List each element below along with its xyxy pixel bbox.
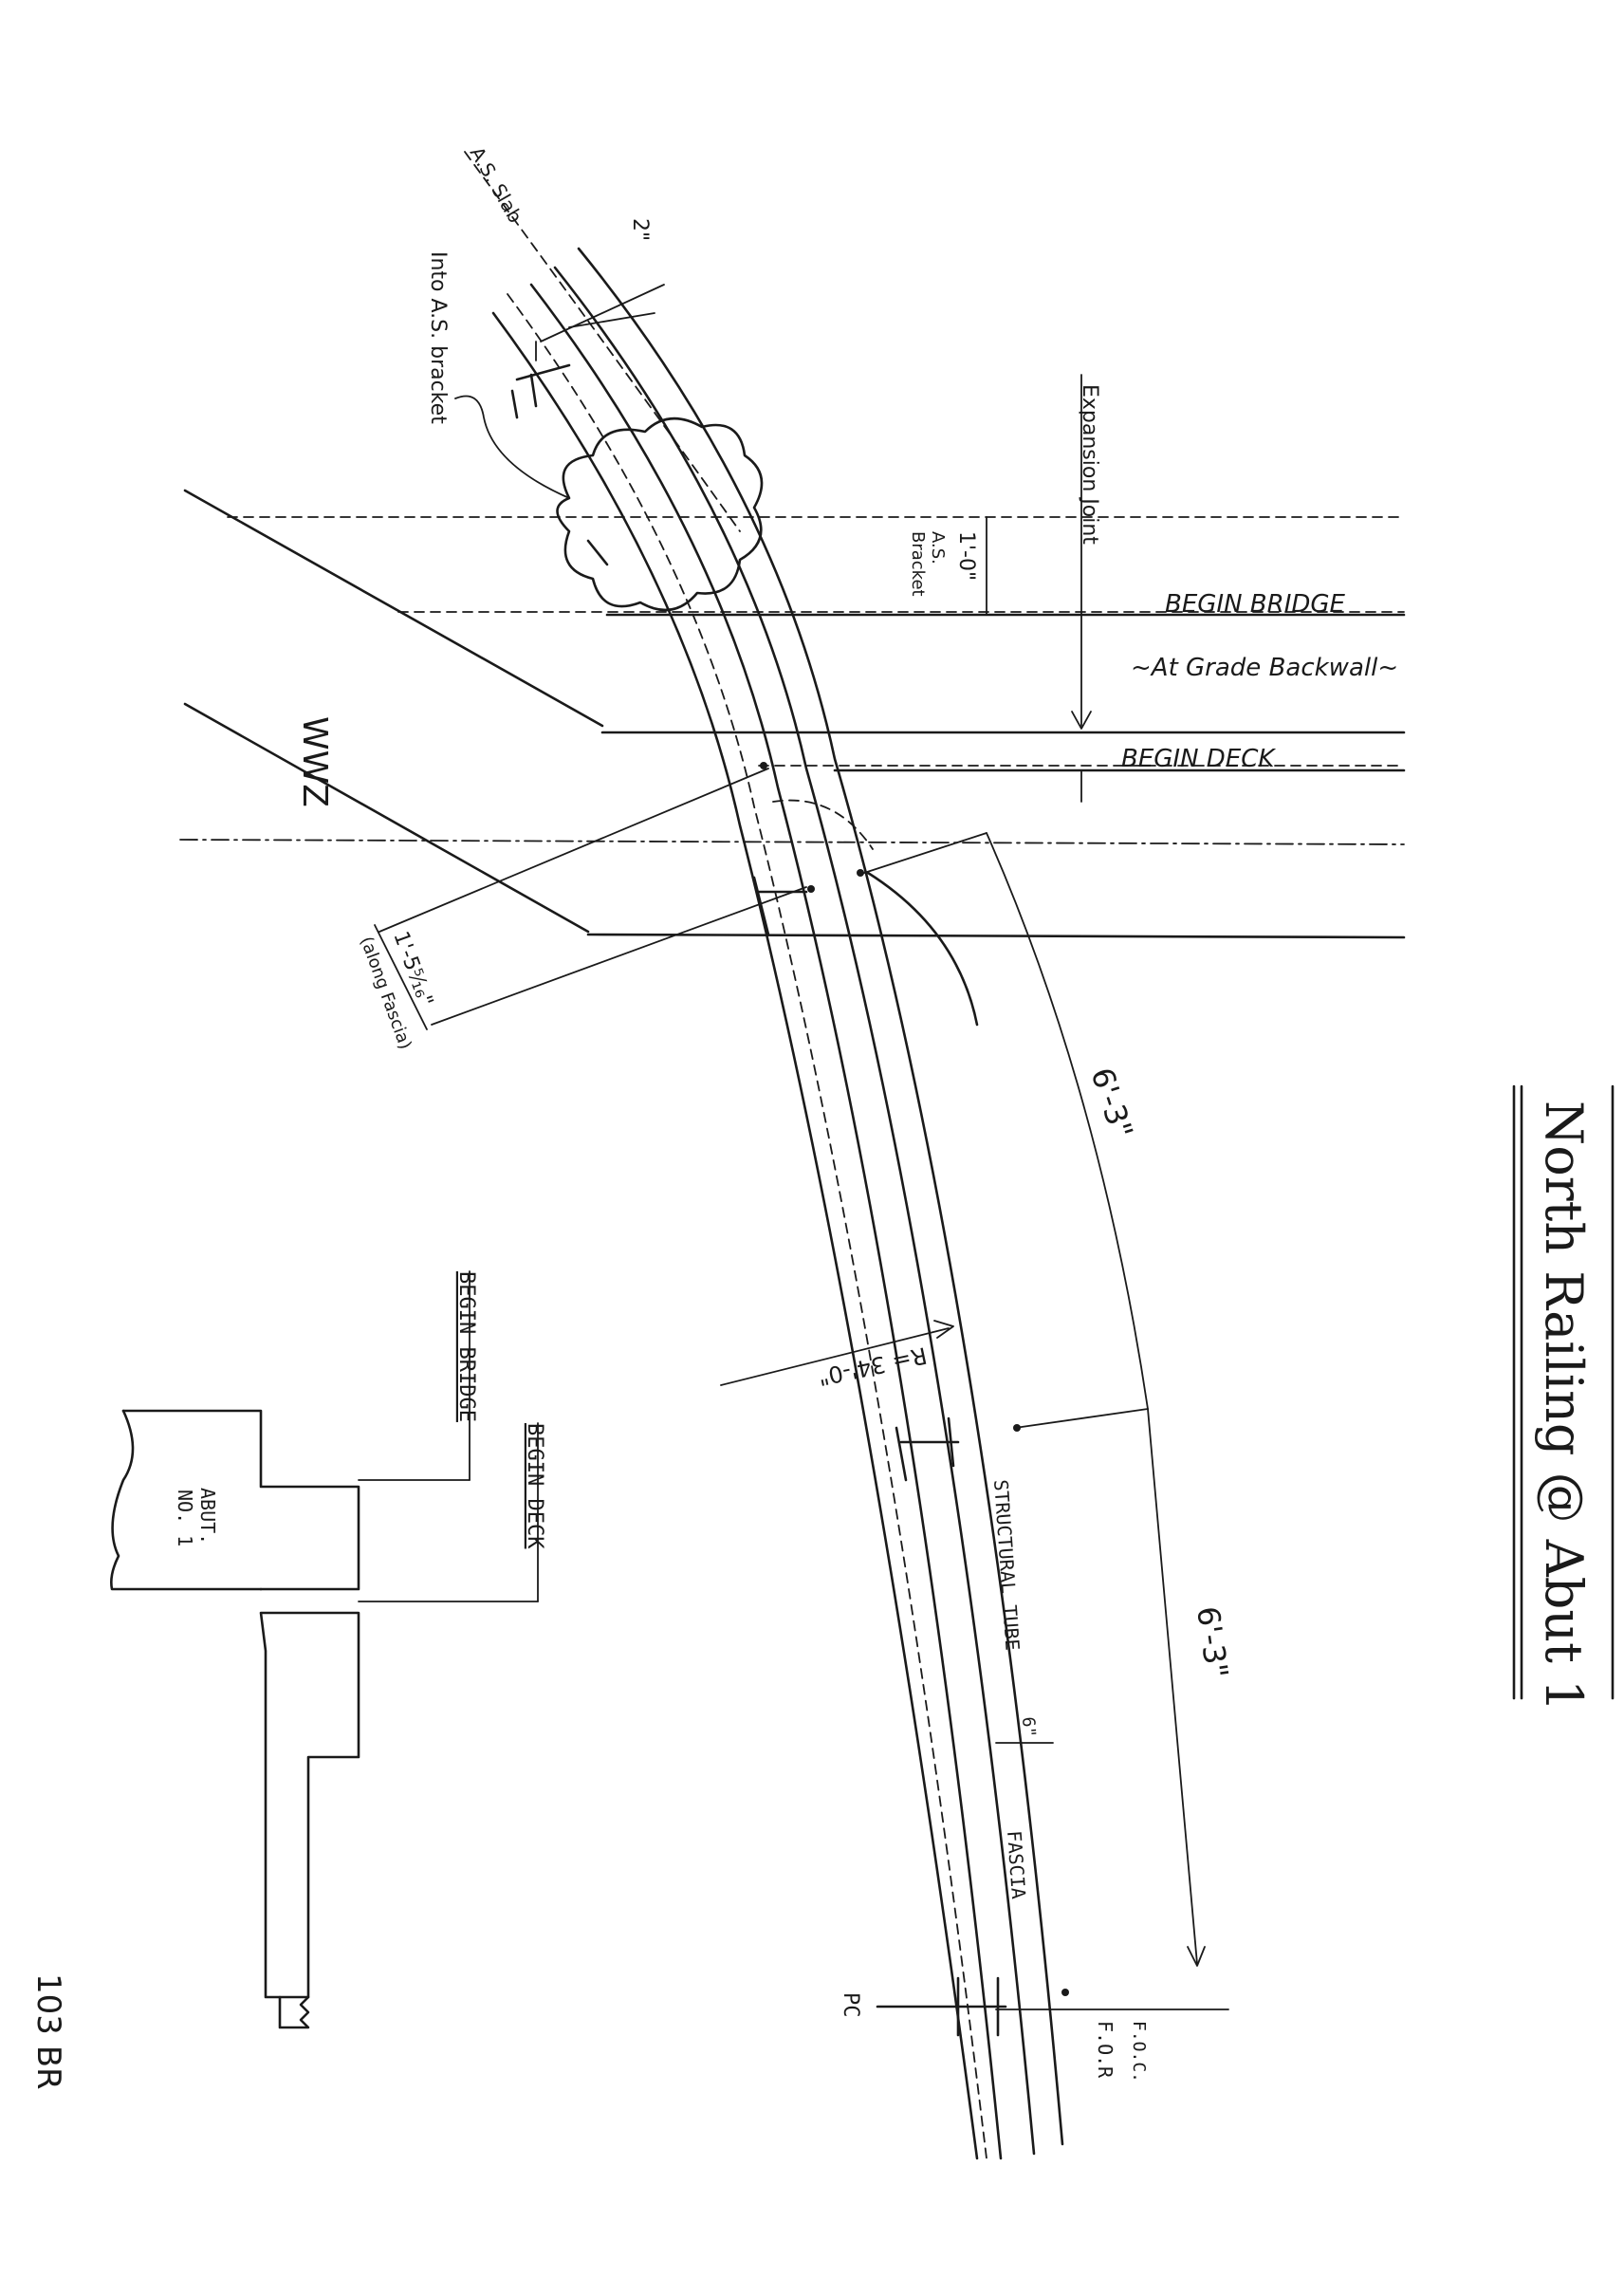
structural-tube-label: STRUCTURAL TUBE xyxy=(989,1479,1024,1652)
dim-2in-text: 2" xyxy=(628,218,652,241)
abutment-outline-top xyxy=(121,1409,360,1591)
cloud-post-mark xyxy=(586,539,609,566)
curb-transition xyxy=(866,871,979,1027)
wwz-label: WWZ xyxy=(295,716,334,807)
post-top xyxy=(510,363,571,419)
inset-abut-label-2: NO. 1 xyxy=(174,1490,196,1546)
post-pc xyxy=(876,1976,1007,2037)
inset-begin-deck-label: BEGIN DECK xyxy=(523,1423,546,1549)
cloud-leader xyxy=(454,395,570,499)
point-deck xyxy=(760,762,767,769)
dim-6-3-top: 6'-3" xyxy=(1083,1064,1140,1143)
point-tangent xyxy=(857,869,864,877)
inset-abut-label-1: ABUT. xyxy=(196,1488,219,1545)
deck-break xyxy=(278,1995,310,2029)
dim-expansion: Expansion Joint A.S. Bracket 1'-0" xyxy=(908,374,1101,803)
page-mark: 103 BR xyxy=(29,1973,67,2090)
curve-fascia xyxy=(491,311,979,2160)
as-bracket-label-2: Bracket xyxy=(908,531,928,597)
abutment-inset: BEGIN BRIDGE BEGIN DECK ABUT. NO. 1 xyxy=(110,1270,546,2029)
for-label: F.O.R xyxy=(1094,2021,1116,2079)
dim-6in-text: 6" xyxy=(1018,1716,1039,1738)
revision-cloud xyxy=(556,417,764,612)
post-mid xyxy=(752,876,808,936)
sheet-title: North Railing @ Abut 1 xyxy=(1534,1101,1594,1712)
curve-foc xyxy=(577,247,1064,2146)
dim-radius: R= 34'-0" xyxy=(720,1320,954,1391)
dim-arc-lower: 6'-3" xyxy=(1014,1408,1235,1967)
slab-edge-dashed xyxy=(464,151,741,532)
fascia-label: FASCIA xyxy=(1003,1830,1030,1900)
expansion-arrow xyxy=(1071,711,1092,730)
point-mid xyxy=(1013,1424,1021,1432)
radius-label: R= 34'-0" xyxy=(816,1342,930,1391)
begin-deck-label: BEGIN DECK xyxy=(1121,745,1276,773)
point-fascia xyxy=(807,885,815,893)
wingwall-edge-upper xyxy=(183,489,604,728)
backwall-label: ~At Grade Backwall~ xyxy=(1131,654,1398,682)
inset-begin-bridge-label: BEGIN BRIDGE xyxy=(454,1271,478,1422)
dim-arc-upper: 6'-3" xyxy=(858,832,1149,1410)
dim-2in: 2" xyxy=(535,218,665,361)
wingwall-edge-lower xyxy=(183,702,590,934)
expansion-joint-label: Expansion Joint xyxy=(1078,384,1101,545)
title-block: North Railing @ Abut 1 xyxy=(1512,1084,1615,1712)
dim-1ft-text: 1'-0" xyxy=(954,531,978,581)
arc-dim-arrow xyxy=(1187,1946,1206,1967)
radius-arrow xyxy=(933,1320,954,1339)
curve-fascia-dashed xyxy=(507,293,987,2159)
arc-dim-line-upper xyxy=(986,832,1149,1410)
slab-label: A.S. Slab xyxy=(466,143,527,227)
railing-curves xyxy=(464,151,1064,2160)
dim-6-3-bottom: 6'-3" xyxy=(1190,1604,1235,1680)
dim-fascia: 1'-5⁵⁄₁₆" (along Fascia) xyxy=(356,768,807,1052)
pc-point xyxy=(1061,1989,1069,1996)
post-markers xyxy=(510,363,1007,2037)
tangent-arc-dashed xyxy=(772,799,874,850)
post-lower xyxy=(895,1416,960,1482)
pc-label: PC xyxy=(839,1992,862,2018)
arc-dim-line-lower xyxy=(1147,1408,1198,1965)
foc-label: F.O.C. xyxy=(1129,2021,1149,2083)
curve-for xyxy=(553,266,1036,2156)
as-bracket-label-1: A.S. xyxy=(928,531,948,565)
curve-structural-tube xyxy=(529,283,1003,2160)
deck-outline xyxy=(259,1611,360,1999)
abutment-break-line xyxy=(110,1409,263,1591)
into-as-bracket-note: Into A.S. bracket xyxy=(426,251,450,424)
begin-bridge-label: BEGIN BRIDGE xyxy=(1165,590,1346,619)
deck-edge-line xyxy=(586,933,1406,939)
